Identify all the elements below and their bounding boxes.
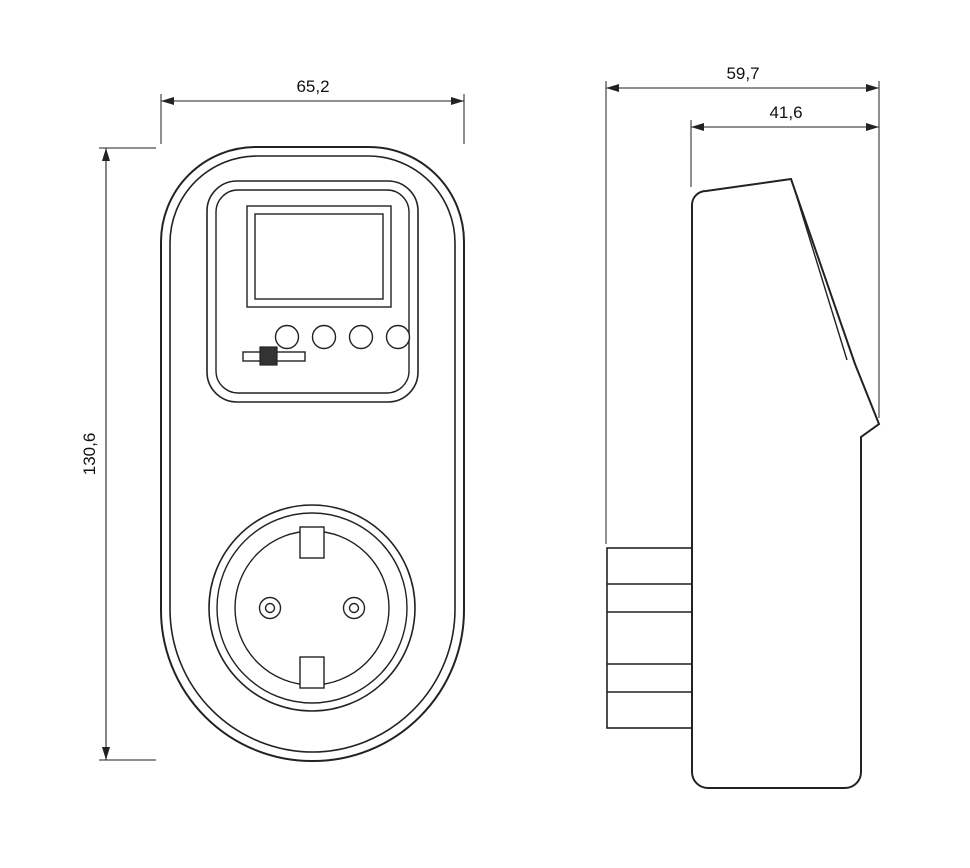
pin-hole-left-inner [264, 602, 276, 614]
pin-hole-right-inner [348, 602, 360, 614]
housing-profile [691, 177, 881, 789]
front-face-inner-edge [794, 190, 848, 361]
side-total-depth-label: 59,7 [726, 64, 759, 83]
front-view: 65,2 130,6 [80, 77, 465, 762]
front-height-label: 130,6 [80, 433, 99, 476]
side-body-depth-dimension: 41,6 [690, 103, 879, 187]
slider-knob [259, 346, 278, 366]
front-device [160, 146, 465, 762]
dimension-arrow [866, 123, 879, 131]
plug-body [606, 547, 693, 729]
dimension-arrow [606, 84, 619, 92]
slider-switch [242, 346, 306, 366]
front-height-dimension: 130,6 [80, 147, 156, 761]
side-body-depth-label: 41,6 [769, 103, 802, 122]
earth-slot-bottom [299, 656, 325, 689]
plug-outline [606, 547, 693, 729]
front-width-dimension: 65,2 [160, 77, 465, 144]
side-view: 59,7 41,6 [605, 64, 881, 789]
dimension-arrow [161, 97, 174, 105]
dimension-arrow [451, 97, 464, 105]
front-width-label: 65,2 [296, 77, 329, 96]
button [274, 324, 300, 350]
earth-slot-top [299, 526, 325, 559]
button-row [274, 324, 411, 350]
dimension-arrow [102, 747, 110, 760]
button [385, 324, 411, 350]
side-device [606, 177, 881, 789]
button [311, 324, 337, 350]
socket [208, 504, 416, 712]
dimension-arrow [102, 148, 110, 161]
side-total-depth-dimension: 59,7 [605, 64, 880, 544]
dimension-arrow [691, 123, 704, 131]
dimension-arrow [866, 84, 879, 92]
lcd-screen-inner [254, 213, 384, 300]
button [348, 324, 374, 350]
